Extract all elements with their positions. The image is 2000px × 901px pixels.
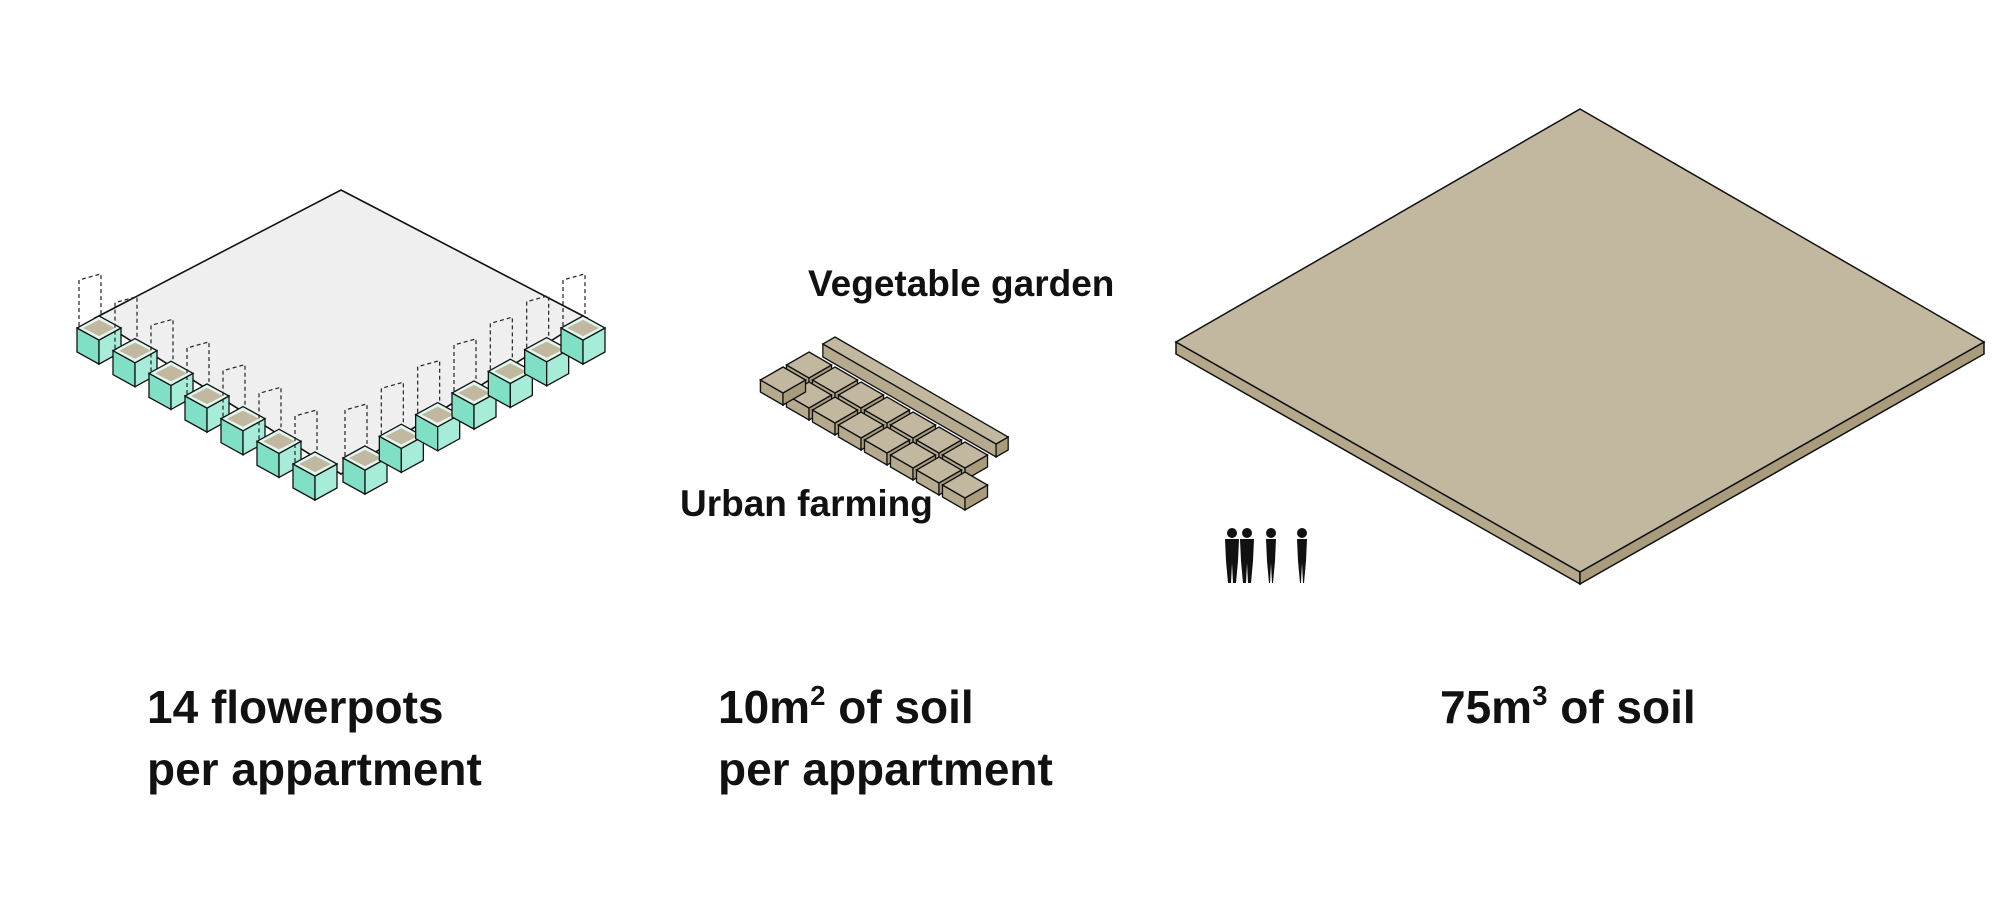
plant-outline [344, 403, 368, 456]
person-silhouette [1225, 528, 1239, 583]
garden-caption-line1: 10m2 of soil [718, 680, 974, 733]
plant-outline [380, 381, 404, 435]
flowerpot [219, 363, 267, 456]
plant-outline [526, 294, 550, 348]
flowerpot-diagram [75, 189, 607, 502]
pot-soil [458, 384, 490, 402]
plant-outline [417, 359, 441, 413]
garden-caption-line2: per appartment [718, 743, 1053, 795]
soil-caption: 75m3 of soil [1440, 676, 1696, 738]
urban-farming-label: Urban farming [680, 483, 933, 524]
flowerpot [291, 409, 339, 502]
pot-soil [83, 319, 115, 337]
garden-plot [759, 366, 807, 407]
plant-outline [114, 295, 138, 349]
pot-soil [567, 319, 599, 337]
soil-slab-diagram [1174, 108, 1986, 586]
pot-soil [349, 449, 381, 467]
person-silhouette [1297, 528, 1307, 583]
flowerpot [255, 386, 303, 479]
plant-outline [453, 338, 477, 391]
plant-outline [294, 409, 318, 462]
plant-outline [150, 318, 174, 372]
flowerpot [486, 316, 534, 409]
pot-soil [299, 455, 331, 473]
apartment-floor [93, 189, 589, 475]
soil-caption-line1: 75m3 of soil [1440, 680, 1696, 733]
plant-outline [489, 316, 513, 370]
garden-plot [941, 471, 989, 512]
pot-soil [119, 342, 151, 359]
flowerpot [559, 273, 607, 366]
person-silhouette [1266, 528, 1276, 583]
flowerpot [414, 359, 462, 452]
flowerpot [450, 338, 498, 431]
plant-outline [222, 363, 246, 417]
pot-soil [263, 433, 295, 450]
plant-outline [78, 273, 102, 326]
vegetable-garden-label: Vegetable garden [808, 263, 1115, 304]
person-silhouette [1240, 528, 1254, 583]
flowerpot [75, 273, 123, 366]
flowerpots-caption: 14 flowerpots per appartment [147, 676, 482, 800]
soil-slab-top [1174, 108, 1986, 573]
plant-outline [258, 386, 282, 440]
flowerpot [523, 294, 571, 387]
flowerpot [341, 403, 389, 496]
pot-soil [494, 363, 527, 380]
pot-soil [191, 387, 223, 405]
flowerpots-caption-line2: per appartment [147, 743, 482, 795]
flowerpots-caption-line1: 14 flowerpots [147, 681, 444, 733]
pot-soil [530, 341, 563, 358]
plant-outline [186, 341, 210, 394]
vegetable-garden-diagram [759, 336, 1010, 512]
pot-soil [227, 410, 259, 427]
garden-caption: 10m2 of soil per appartment [718, 676, 1053, 800]
plant-outline [562, 273, 586, 326]
pot-soil [421, 406, 454, 423]
flowerpot [111, 295, 159, 388]
pot-soil [155, 365, 187, 382]
pot-soil [385, 428, 418, 445]
people-silhouettes [1225, 528, 1307, 583]
long-garden-bed [821, 336, 1010, 459]
